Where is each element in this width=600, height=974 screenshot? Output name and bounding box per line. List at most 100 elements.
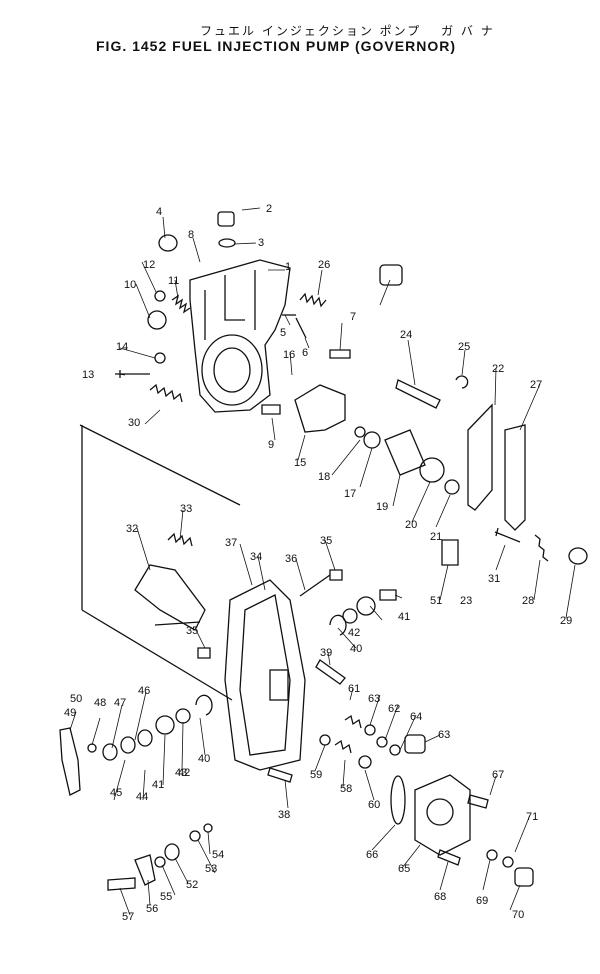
lever-24 bbox=[395, 379, 441, 409]
washer-47 bbox=[87, 743, 97, 753]
spring-26 bbox=[299, 292, 327, 308]
callout-53: 53 bbox=[205, 863, 217, 875]
leader-lines bbox=[69, 207, 576, 916]
callout-31: 31 bbox=[488, 573, 500, 585]
callout-15: 15 bbox=[294, 457, 306, 469]
callout-21: 21 bbox=[430, 531, 442, 543]
bolt-67 bbox=[467, 794, 489, 809]
ring-42b bbox=[175, 708, 191, 724]
callout-57: 57 bbox=[122, 911, 134, 923]
governor-cover-37 bbox=[224, 579, 306, 771]
pin-6 bbox=[295, 317, 307, 339]
pin-36 bbox=[299, 574, 331, 597]
callout-62: 62 bbox=[388, 703, 400, 715]
callout-18: 18 bbox=[318, 471, 330, 483]
callout-54: 54 bbox=[212, 849, 224, 861]
group-boundary-line bbox=[79, 424, 241, 701]
circlip-40b bbox=[195, 694, 213, 716]
bolt-38 bbox=[267, 767, 293, 783]
callout-22: 22 bbox=[492, 363, 504, 375]
cover-inner-34 bbox=[239, 594, 291, 756]
callout-32: 32 bbox=[126, 523, 138, 535]
washer-70 bbox=[502, 856, 514, 868]
callout-65: 65 bbox=[398, 863, 410, 875]
bolt-9 bbox=[261, 404, 281, 415]
ring-41b bbox=[155, 715, 175, 735]
callout-13: 13 bbox=[82, 369, 94, 381]
washer-54 bbox=[154, 856, 166, 868]
bolt-7 bbox=[329, 349, 351, 359]
callout-70: 70 bbox=[512, 909, 524, 921]
lever-55 bbox=[134, 854, 156, 886]
callout-68: 68 bbox=[434, 891, 446, 903]
ring-51 bbox=[164, 843, 180, 861]
callout-66: 66 bbox=[366, 849, 378, 861]
cover-window bbox=[269, 669, 289, 701]
bolt-35b bbox=[197, 647, 211, 659]
lever-15 bbox=[294, 384, 346, 433]
callout-26: 26 bbox=[318, 259, 330, 271]
callout-47: 47 bbox=[114, 697, 126, 709]
title-japanese: フュエル インジェクション ポンプ ガ バ ナ bbox=[200, 24, 495, 38]
bolt-66 bbox=[437, 849, 461, 866]
callout-63: 63 bbox=[368, 693, 380, 705]
callout-41: 41 bbox=[152, 779, 164, 791]
callout-39: 39 bbox=[320, 647, 332, 659]
nut-29 bbox=[568, 547, 588, 565]
bearing-20 bbox=[419, 457, 445, 483]
callout-50: 50 bbox=[70, 693, 82, 705]
lever-22 bbox=[467, 403, 493, 511]
ring-17 bbox=[363, 431, 381, 449]
callout-60: 60 bbox=[368, 799, 380, 811]
callout-56: 56 bbox=[146, 903, 158, 915]
callout-69: 69 bbox=[476, 895, 488, 907]
callout-16: 16 bbox=[283, 349, 295, 361]
washer-68 bbox=[486, 849, 498, 861]
housing-bore bbox=[201, 334, 263, 406]
ring-41 bbox=[356, 596, 376, 616]
o-ring-65 bbox=[390, 775, 406, 825]
plate-64-hub bbox=[426, 798, 454, 826]
callout-11: 11 bbox=[168, 275, 179, 287]
ring-43 bbox=[137, 729, 153, 747]
callout-38: 38 bbox=[278, 809, 290, 821]
callout-17: 17 bbox=[344, 488, 356, 500]
callout-55: 55 bbox=[160, 891, 172, 903]
bolt-39 bbox=[315, 659, 346, 685]
callout-71: 71 bbox=[526, 811, 538, 823]
callout-24: 24 bbox=[400, 329, 412, 341]
callout-27: 27 bbox=[530, 379, 542, 391]
parts-artwork bbox=[59, 207, 588, 916]
callout-37: 37 bbox=[225, 537, 237, 549]
callout-28: 28 bbox=[522, 595, 534, 607]
callout-6: 6 bbox=[302, 347, 308, 359]
washer-18 bbox=[354, 426, 366, 438]
washer-59 bbox=[358, 755, 372, 769]
callout-45: 45 bbox=[110, 787, 122, 799]
spring-30 bbox=[149, 383, 183, 403]
callout-44: 44 bbox=[136, 791, 148, 803]
callout-7: 7 bbox=[350, 311, 356, 323]
callout-61: 61 bbox=[348, 683, 360, 695]
cap-62 bbox=[404, 734, 426, 754]
clip-25 bbox=[455, 375, 469, 389]
plate-64 bbox=[414, 774, 471, 856]
callout-12: 12 bbox=[143, 259, 155, 271]
callout-40: 40 bbox=[350, 643, 362, 655]
callout-67: 67 bbox=[492, 769, 504, 781]
housing-bore-inner bbox=[213, 347, 251, 393]
spring-60 bbox=[344, 714, 362, 729]
callout-35: 35 bbox=[320, 535, 332, 547]
ring-46 bbox=[102, 743, 118, 761]
lever-48 bbox=[59, 727, 81, 796]
callout-41: 41 bbox=[398, 611, 410, 623]
spring-33 bbox=[167, 532, 193, 547]
governor-housing-upper bbox=[189, 259, 291, 413]
callout-5: 5 bbox=[280, 327, 286, 339]
callout-23: 23 bbox=[460, 595, 472, 607]
callout-2: 2 bbox=[266, 203, 272, 215]
callout-3: 3 bbox=[258, 237, 264, 249]
